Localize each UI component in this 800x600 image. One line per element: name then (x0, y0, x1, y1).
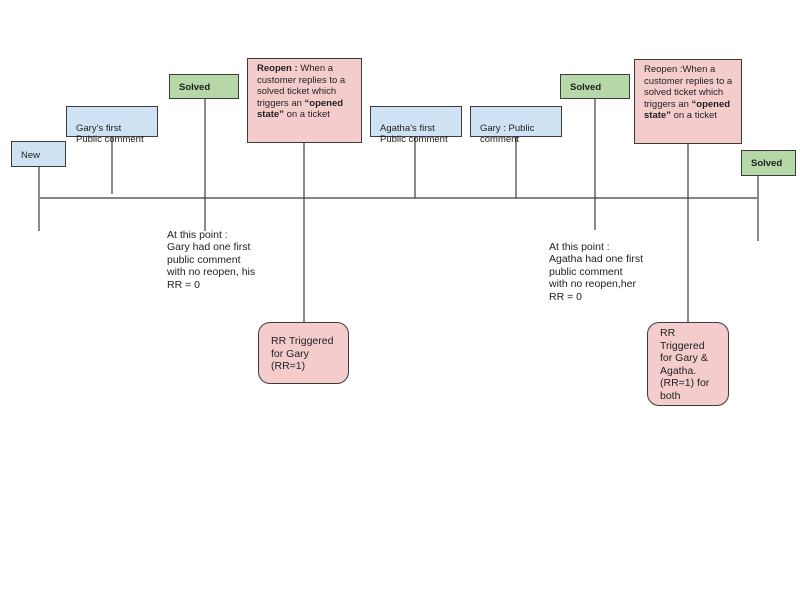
rr-triggered-both-box: RR Triggered for Gary & Agatha. (RR=1) f… (647, 322, 729, 406)
reopen-2-bold-b: “opened state” (644, 98, 731, 122)
solved-box-3: Solved (741, 150, 796, 176)
agatha-first-comment-box: Agatha’s first Public comment (370, 106, 462, 145)
solved-box-1: Solved (169, 74, 239, 99)
reopen-box-2: Reopen :When a customer replies to a sol… (634, 59, 742, 144)
reopen-1-text-c: on a ticket (283, 109, 330, 120)
solved-label-1: Solved (179, 82, 211, 93)
gary-first-comment-box: Gary’s first Public comment (66, 106, 158, 145)
solved-box-2: Solved (560, 74, 630, 99)
new-label: New (21, 150, 41, 161)
solved-label-2: Solved (570, 82, 602, 93)
agatha-first-comment-label: Agatha’s first Public comment (380, 122, 448, 146)
gary-public-comment-box: Gary : Public comment (470, 106, 562, 145)
reopen-1-text-a: When a customer replies to a solved tick… (257, 63, 346, 109)
new-box: New (11, 141, 66, 167)
rr-triggered-gary-box: RR Triggered for Gary (RR=1) (258, 322, 349, 384)
gary-first-comment-label: Gary’s first Public comment (76, 122, 144, 146)
reopen-2-text-a: Reopen :When a customer replies to a sol… (644, 64, 733, 110)
reopen-box-1: Reopen : When a customer replies to a so… (247, 58, 362, 143)
reopen-2-text-c: on a ticket (670, 110, 717, 121)
reopen-1-bold-b: “opened state” (257, 97, 344, 121)
agatha-note: At this point : Agatha had one first pub… (549, 241, 643, 303)
reopen-1-bold: Reopen : (257, 63, 298, 74)
solved-label-3: Solved (751, 158, 783, 169)
gary-public-comment-label: Gary : Public comment (480, 122, 535, 146)
gary-note: At this point : Gary had one first publi… (167, 229, 256, 291)
